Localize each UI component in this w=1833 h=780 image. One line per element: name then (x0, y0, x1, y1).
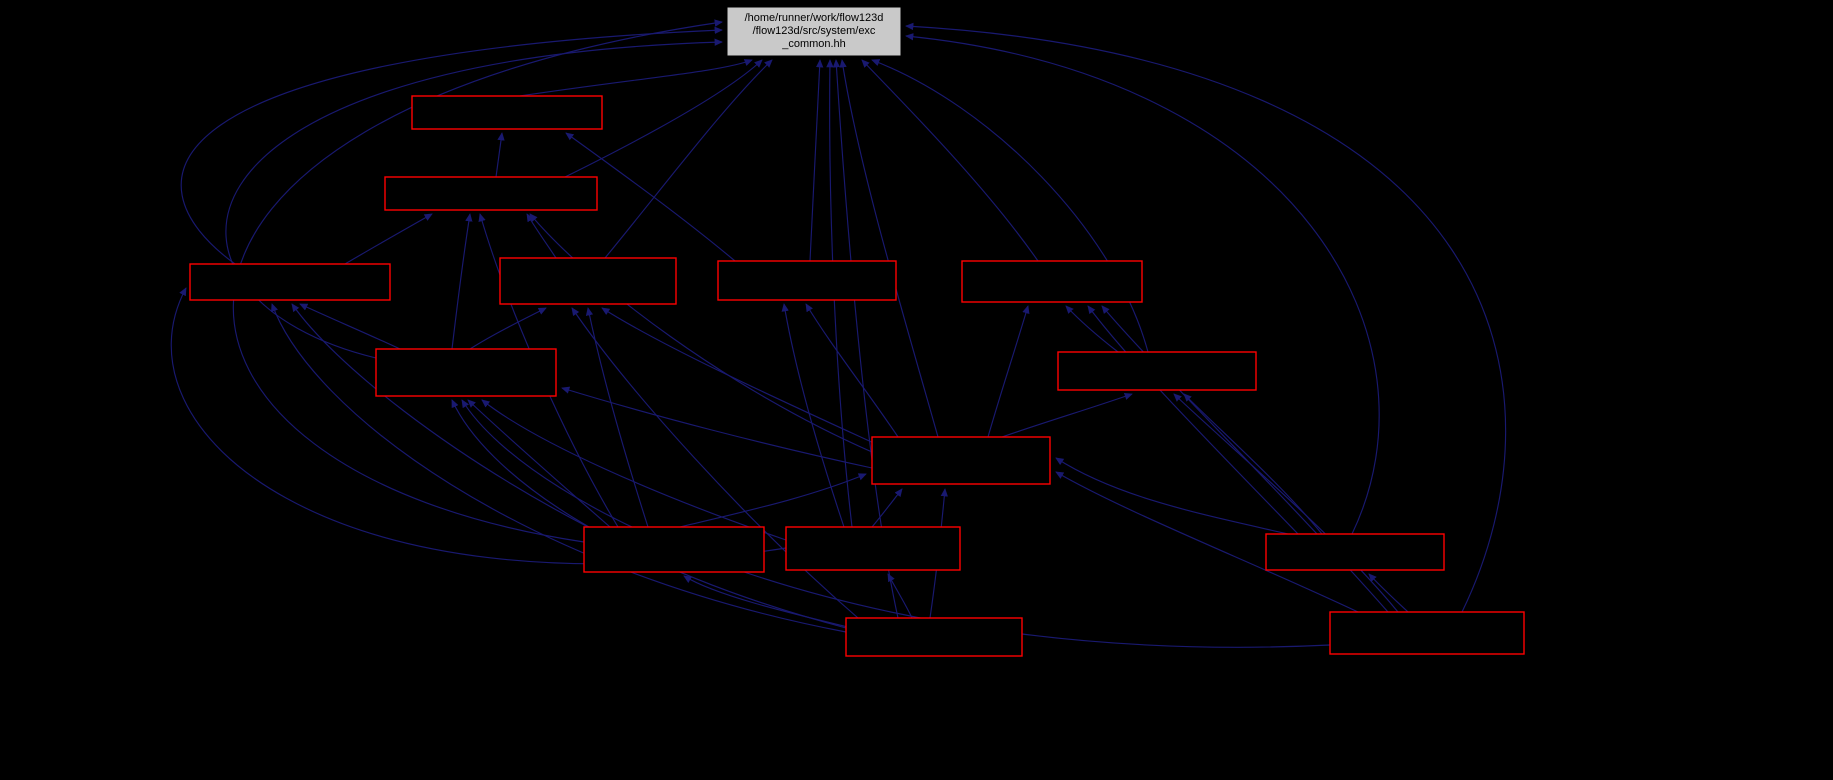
edge (291, 303, 589, 528)
graph-node-11[interactable] (785, 526, 961, 571)
graph-node-12[interactable] (1265, 533, 1445, 571)
graph-node-6[interactable] (961, 260, 1143, 303)
edge (1001, 392, 1133, 438)
edge (1055, 457, 1289, 535)
edge (604, 59, 773, 259)
edge (565, 132, 736, 262)
edge (225, 38, 723, 359)
graph-node-9[interactable] (871, 436, 1051, 485)
edge (526, 213, 557, 259)
graph-node-2[interactable] (384, 176, 598, 211)
graph-node-1[interactable] (411, 95, 603, 130)
graph-node-4[interactable] (499, 257, 677, 305)
edge (683, 575, 853, 629)
graph-node-14[interactable] (1329, 611, 1525, 655)
edge (887, 573, 913, 619)
edge (805, 303, 899, 438)
edge (839, 59, 939, 438)
edge (180, 26, 723, 265)
edge (1087, 305, 1299, 535)
edge (571, 307, 859, 619)
edge (601, 307, 879, 446)
graph-node-7[interactable] (375, 348, 557, 397)
root-node: /home/runner/work/flow123d /flow123d/src… (726, 6, 902, 57)
edge (1368, 573, 1409, 613)
edge (451, 399, 847, 629)
node-layer: /home/runner/work/flow123d /flow123d/src… (189, 6, 1525, 657)
edge (467, 399, 611, 528)
edge (987, 305, 1030, 438)
edge (469, 307, 547, 350)
graph-node-3[interactable] (189, 263, 391, 301)
edge (679, 473, 867, 528)
edge (481, 399, 787, 541)
graph-node-8[interactable] (1057, 351, 1257, 391)
root-node-label-line2: /flow123d/src/system/exc (753, 25, 876, 37)
edge (271, 303, 847, 633)
root-node-label-line3: _common.hh (781, 38, 846, 50)
graph-node-5[interactable] (717, 260, 897, 301)
edge (519, 59, 753, 97)
edge (529, 213, 873, 453)
root-node-box (726, 6, 902, 57)
edge (451, 213, 473, 350)
edge (1065, 305, 1119, 353)
edge (861, 59, 1039, 262)
edge (495, 132, 505, 178)
edge (871, 488, 903, 528)
edge (1055, 471, 1359, 613)
edge (561, 386, 873, 469)
edge (905, 33, 1380, 535)
edge (585, 307, 649, 528)
root-node-label-line1: /home/runner/work/flow123d (745, 12, 884, 24)
graph-node-13[interactable] (845, 617, 1023, 657)
edge (299, 303, 401, 350)
edge (905, 22, 1507, 613)
graph-node-10[interactable] (583, 526, 765, 573)
edge (344, 213, 433, 265)
edge (564, 59, 763, 178)
edge (781, 303, 845, 528)
edge (809, 59, 824, 262)
